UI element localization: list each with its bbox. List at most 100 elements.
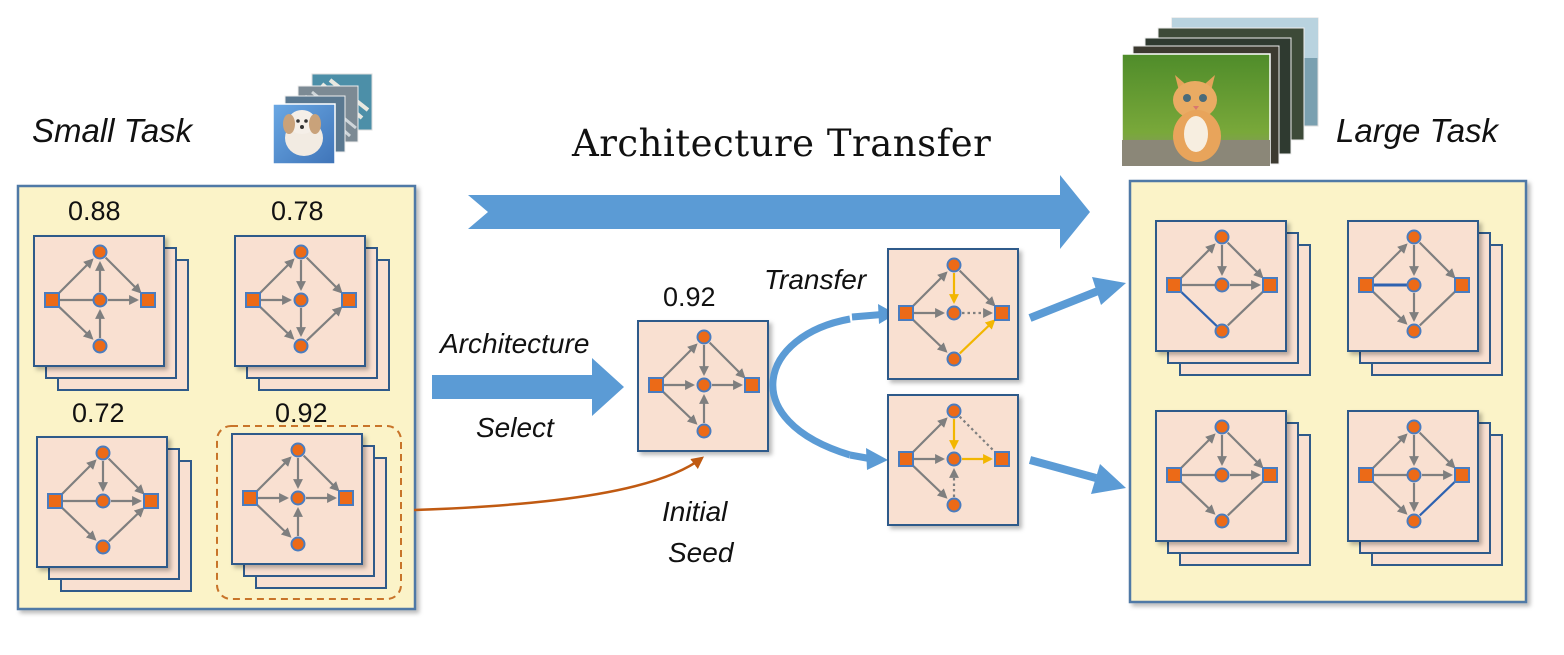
op-node bbox=[290, 536, 306, 552]
architecture-transfer-arrow bbox=[468, 175, 1090, 249]
cell-edge bbox=[257, 258, 295, 296]
op-node bbox=[1214, 467, 1230, 483]
architecture-label: Architecture bbox=[440, 328, 590, 359]
select-label: Select bbox=[476, 412, 554, 443]
initial-seed-curve bbox=[413, 456, 704, 512]
cell-edge bbox=[59, 459, 97, 497]
input-node bbox=[898, 305, 914, 321]
input-node bbox=[648, 377, 664, 393]
seed-label: Seed bbox=[668, 537, 734, 568]
cell-edge bbox=[306, 306, 343, 342]
op-node bbox=[1214, 229, 1230, 245]
op-node bbox=[946, 351, 962, 367]
cell-edge bbox=[1179, 289, 1218, 327]
input-node bbox=[242, 490, 258, 506]
op-node bbox=[95, 493, 111, 509]
cell-edge bbox=[258, 304, 295, 340]
op-node bbox=[696, 423, 712, 439]
initial-label: Initial bbox=[662, 496, 728, 527]
op-node bbox=[1406, 277, 1422, 293]
cell-edge bbox=[1226, 241, 1264, 279]
input-node bbox=[1358, 467, 1374, 483]
cell-edge bbox=[1371, 479, 1408, 515]
output-node bbox=[744, 377, 760, 393]
output-node bbox=[994, 305, 1010, 321]
cell-edge bbox=[107, 457, 145, 495]
op-node bbox=[1214, 513, 1230, 529]
op-node bbox=[1406, 467, 1422, 483]
large-task-architectures bbox=[1155, 220, 1503, 566]
op-node bbox=[92, 244, 108, 260]
op-node bbox=[1406, 229, 1422, 245]
candidate-architecture bbox=[231, 433, 387, 589]
cell-edge bbox=[302, 454, 340, 492]
cell-edge bbox=[1226, 431, 1264, 469]
candidate-architecture bbox=[234, 235, 390, 391]
op-node bbox=[696, 329, 712, 345]
cell-edge bbox=[60, 505, 97, 541]
large-task-architecture bbox=[1155, 220, 1311, 376]
candidate-architecture bbox=[33, 235, 189, 391]
architecture-select-arrow bbox=[432, 358, 624, 416]
large-task-architecture bbox=[1347, 410, 1503, 566]
cell-edge bbox=[305, 256, 343, 294]
small-images-stack-icon bbox=[272, 73, 373, 165]
small-task-candidates bbox=[33, 235, 390, 592]
op-node bbox=[95, 539, 111, 555]
op-node bbox=[946, 257, 962, 273]
cell-edge bbox=[660, 343, 698, 381]
to-large-task-arrow-top bbox=[1028, 287, 1100, 322]
op-node bbox=[1406, 323, 1422, 339]
cell-edge bbox=[104, 256, 142, 294]
cell-edge bbox=[108, 507, 145, 543]
cell-edge bbox=[910, 417, 948, 455]
cell-edge bbox=[1418, 241, 1456, 279]
output-node bbox=[1262, 467, 1278, 483]
input-node bbox=[1358, 277, 1374, 293]
op-node bbox=[1214, 419, 1230, 435]
cell-edge bbox=[958, 269, 996, 307]
cell-edge bbox=[1227, 479, 1266, 517]
op-node bbox=[293, 244, 309, 260]
cell-edge bbox=[1178, 433, 1216, 471]
large-task-architecture bbox=[1347, 220, 1503, 376]
op-node bbox=[92, 292, 108, 308]
cell-edge bbox=[911, 463, 948, 499]
candidate-score: 0.78 bbox=[271, 196, 324, 226]
op-node bbox=[696, 377, 712, 393]
cell-edge bbox=[910, 271, 948, 309]
output-node bbox=[1262, 277, 1278, 293]
large-task-label: Large Task bbox=[1336, 112, 1499, 149]
input-node bbox=[1166, 277, 1182, 293]
cell-edge bbox=[1371, 289, 1408, 325]
op-node bbox=[290, 442, 306, 458]
selected-architecture-card bbox=[637, 320, 769, 452]
small-task-label: Small Task bbox=[32, 112, 193, 149]
selected-cell bbox=[637, 320, 769, 452]
candidate-architecture bbox=[36, 436, 192, 592]
to-large-task-arrow-bottom bbox=[1028, 456, 1098, 482]
op-node bbox=[1214, 277, 1230, 293]
cell-edge bbox=[56, 258, 94, 296]
op-node bbox=[92, 338, 108, 354]
diagram-title: Architecture Transfer bbox=[572, 122, 992, 165]
op-node bbox=[1406, 419, 1422, 435]
op-node bbox=[946, 497, 962, 513]
op-node bbox=[293, 292, 309, 308]
op-node bbox=[946, 403, 962, 419]
cell-edge bbox=[1419, 289, 1458, 327]
input-node bbox=[44, 292, 60, 308]
candidate-score: 0.92 bbox=[275, 398, 328, 428]
cell-edge bbox=[661, 389, 698, 425]
large-task-architecture bbox=[1155, 410, 1311, 566]
op-node bbox=[1406, 513, 1422, 529]
cell-edge bbox=[958, 415, 998, 455]
cell-edge bbox=[1227, 289, 1266, 327]
cell-edge bbox=[911, 317, 948, 353]
op-node bbox=[293, 338, 309, 354]
transfer-split-curve bbox=[769, 315, 852, 459]
output-node bbox=[143, 493, 159, 509]
input-node bbox=[1166, 467, 1182, 483]
